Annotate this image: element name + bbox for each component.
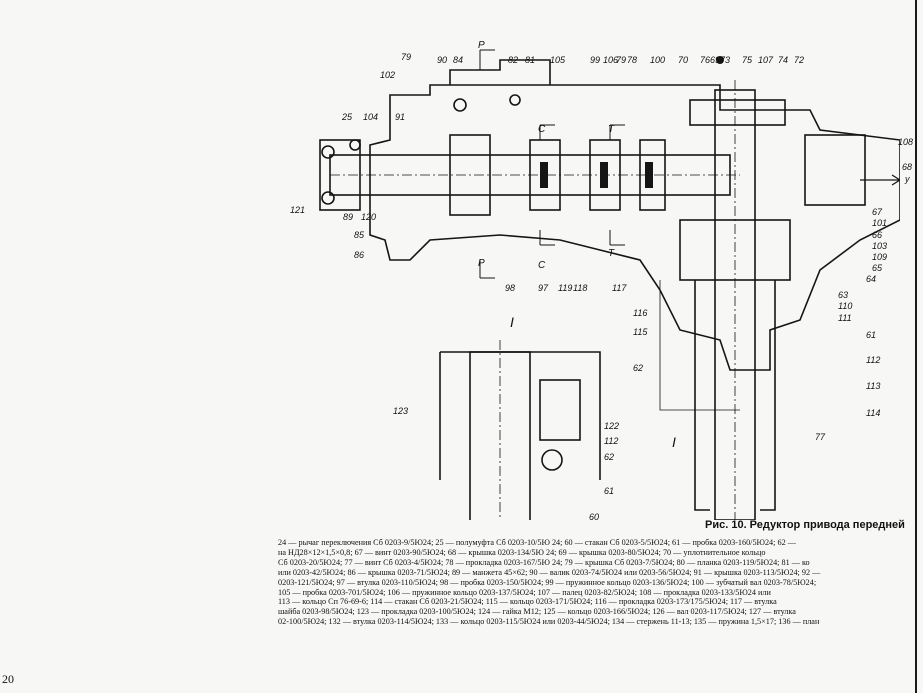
section-letter: С: [538, 124, 546, 135]
callout-label: 74: [778, 55, 789, 65]
callout-label: 106: [603, 55, 619, 65]
section-letter: Т: [608, 124, 615, 135]
legend-line: 105 — пробка 0203-701/5Ю24; 106 — пружин…: [278, 587, 771, 597]
callout-label: 97: [538, 283, 549, 293]
callout-label: 112: [604, 436, 619, 446]
page-number: 20: [2, 672, 14, 686]
callout-label: 79: [616, 55, 627, 65]
callout-label: 78: [627, 55, 638, 65]
callout-label: 120: [361, 212, 377, 222]
callout-label: 113: [866, 381, 881, 391]
callout-label: 76: [700, 55, 711, 65]
callout-label: 105: [550, 55, 566, 65]
callout-label: 85: [354, 230, 365, 240]
callout-label: 70: [678, 55, 689, 65]
callout-label: 112: [866, 355, 881, 365]
callout-label: 109: [872, 252, 888, 262]
callout-label: 61: [866, 330, 877, 340]
callout-label: 73: [720, 55, 731, 65]
callout-label: 102: [380, 70, 396, 80]
callout-label: 91: [395, 112, 406, 122]
legend-line: 02-100/5Ю24; 132 — втулка 0203-114/5Ю24;…: [278, 617, 820, 627]
legend-line: шайба 0203-98/5Ю24; 123 — прокладка 0203…: [278, 607, 796, 617]
legend-line: Сб 0203-20/5Ю24; 77 — винт Сб 0203-4/5Ю2…: [278, 557, 810, 567]
callout-label: 84: [453, 55, 464, 65]
callout-label: 72: [794, 55, 805, 65]
figure-caption: Рис. 10. Редуктор привода передней: [705, 519, 905, 531]
callout-label: 65: [872, 263, 883, 273]
callout-label: 110: [838, 301, 853, 311]
callout-label: 82: [508, 55, 519, 65]
gearbox-drawing: [319, 49, 900, 520]
callout-label: 111: [838, 313, 852, 323]
callout-label: 115: [633, 327, 648, 337]
callout-label: 123: [393, 406, 409, 416]
callout-label: 118: [573, 283, 588, 293]
page-edge-line: [915, 0, 917, 693]
callout-label: 98: [505, 283, 516, 293]
callout-label: 68: [902, 162, 913, 172]
callout-label: 69: [710, 55, 721, 65]
callout-label: 81: [525, 55, 536, 65]
callout-label: у: [905, 174, 910, 184]
callout-label: 117: [612, 283, 627, 293]
section-letter: I: [510, 314, 514, 330]
callout-label: 89: [343, 212, 354, 222]
legend-line: 24 — рычаг переключения Сб 0203-9/5Ю24; …: [278, 538, 796, 547]
section-letter: Т: [608, 248, 615, 259]
section-letter: I: [672, 434, 676, 450]
callout-label: 90: [437, 55, 448, 65]
callout-label: 108: [898, 137, 914, 147]
legend-line: или 0203-42/5Ю24; 86 — крышка 0203-71/5Ю…: [278, 567, 821, 577]
callout-label: 66: [872, 230, 883, 240]
section-letter: Р: [478, 40, 485, 51]
section-letter: Р: [478, 258, 485, 269]
callout-label: 61: [604, 486, 615, 496]
callout-label: 116: [633, 308, 648, 318]
callout-label: 121: [290, 205, 306, 215]
callout-label: 62: [633, 363, 644, 373]
callout-label: 107: [758, 55, 774, 65]
callout-label: 122: [604, 421, 620, 431]
callout-label: 101: [872, 218, 888, 228]
callout-label: 100: [650, 55, 666, 65]
callout-label: 77: [815, 432, 826, 442]
callout-label: 79: [401, 52, 412, 62]
callout-label: 119: [558, 283, 573, 293]
callout-label: 75: [742, 55, 753, 65]
callout-label: 60: [589, 512, 600, 522]
legend-line: 113 — кольцо Сп 76-69-6; 114 — стакан Сб…: [278, 597, 777, 607]
callout-label: 99: [590, 55, 601, 65]
callout-label: 63: [838, 290, 849, 300]
callout-label: 86: [354, 250, 365, 260]
callout-label: 103: [872, 241, 888, 251]
legend-line: на НД28×12×1,5×0,8; 67 — винт 0203-90/5Ю…: [278, 547, 766, 557]
legend-line: 0203-121/5Ю24; 97 — втулка 0203-110/5Ю24…: [278, 577, 817, 587]
section-letter: С: [538, 260, 546, 271]
callout-label: 25: [342, 112, 353, 122]
figure-legend: 24 — рычаг переключения Сб 0203-9/5Ю24; …: [278, 538, 910, 627]
callout-label: 104: [363, 112, 379, 122]
callout-label: 67: [872, 207, 883, 217]
callout-label: 114: [866, 408, 881, 418]
callout-label: 64: [866, 274, 877, 284]
callout-label: 62: [604, 452, 615, 462]
